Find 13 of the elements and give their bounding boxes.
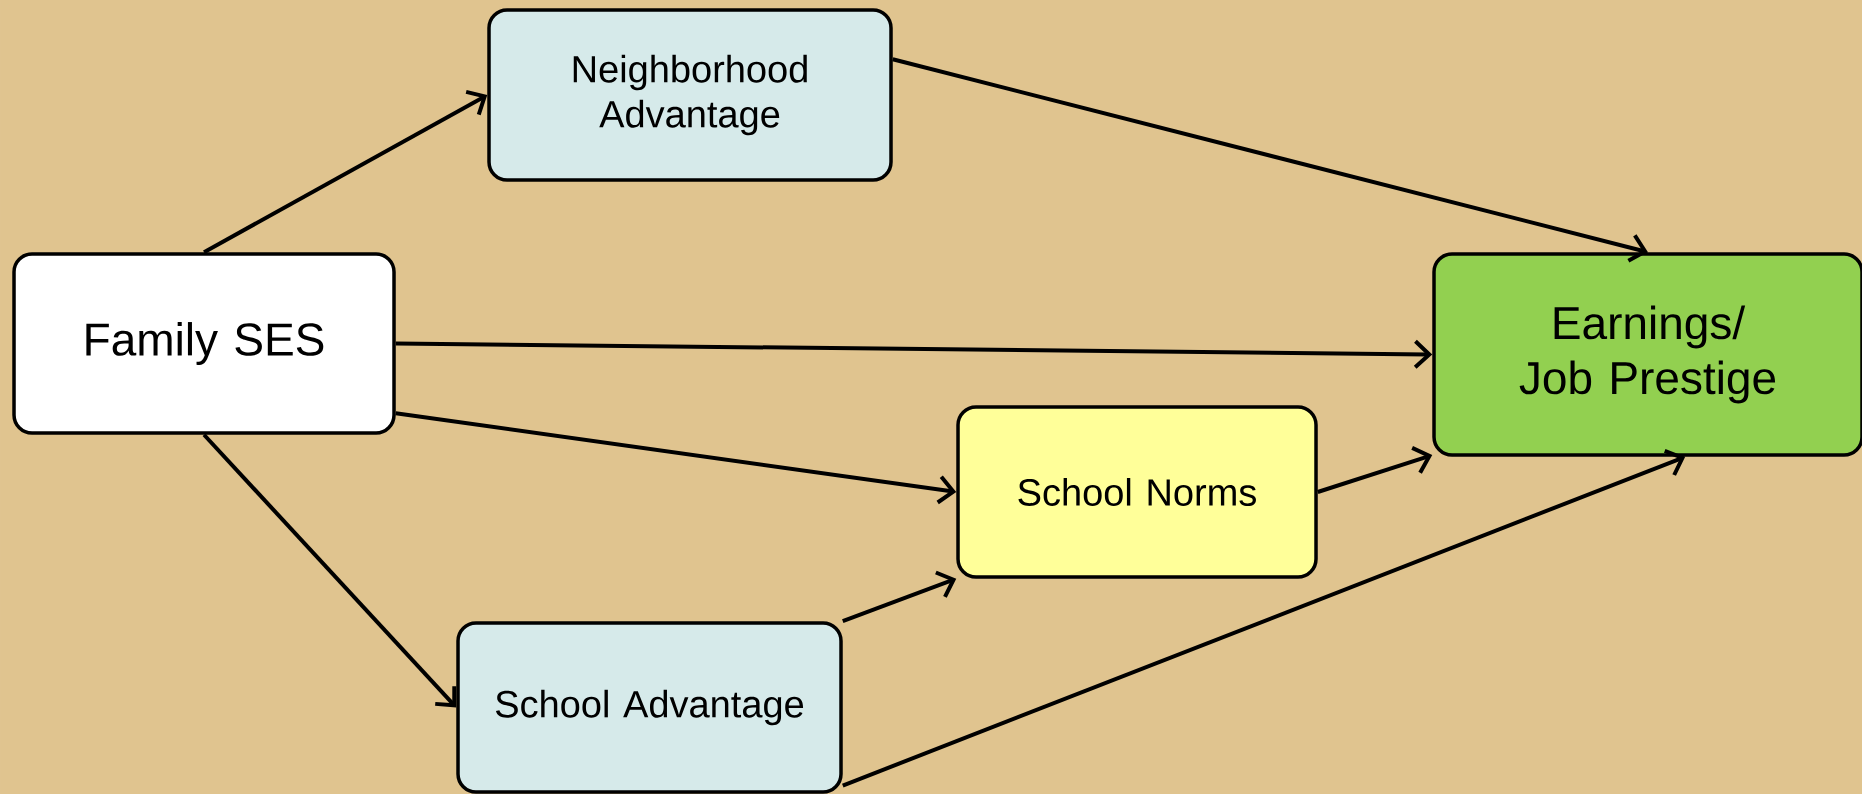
arrow — [203, 89, 488, 254]
arrow — [395, 411, 957, 505]
arrow — [892, 57, 1648, 263]
outcome-box: Earnings/ Job Prestige — [1432, 252, 1862, 457]
variable-box: School Advantage — [456, 621, 843, 794]
arrow — [1317, 446, 1433, 494]
variable-box: School Norms — [956, 405, 1318, 579]
arrow — [202, 433, 457, 708]
variable-box: Family SES — [12, 252, 396, 435]
variable-box: Neighborhood Advantage — [487, 8, 893, 182]
arrow — [842, 448, 1686, 788]
arrow — [395, 339, 1433, 369]
arrow — [842, 570, 957, 624]
